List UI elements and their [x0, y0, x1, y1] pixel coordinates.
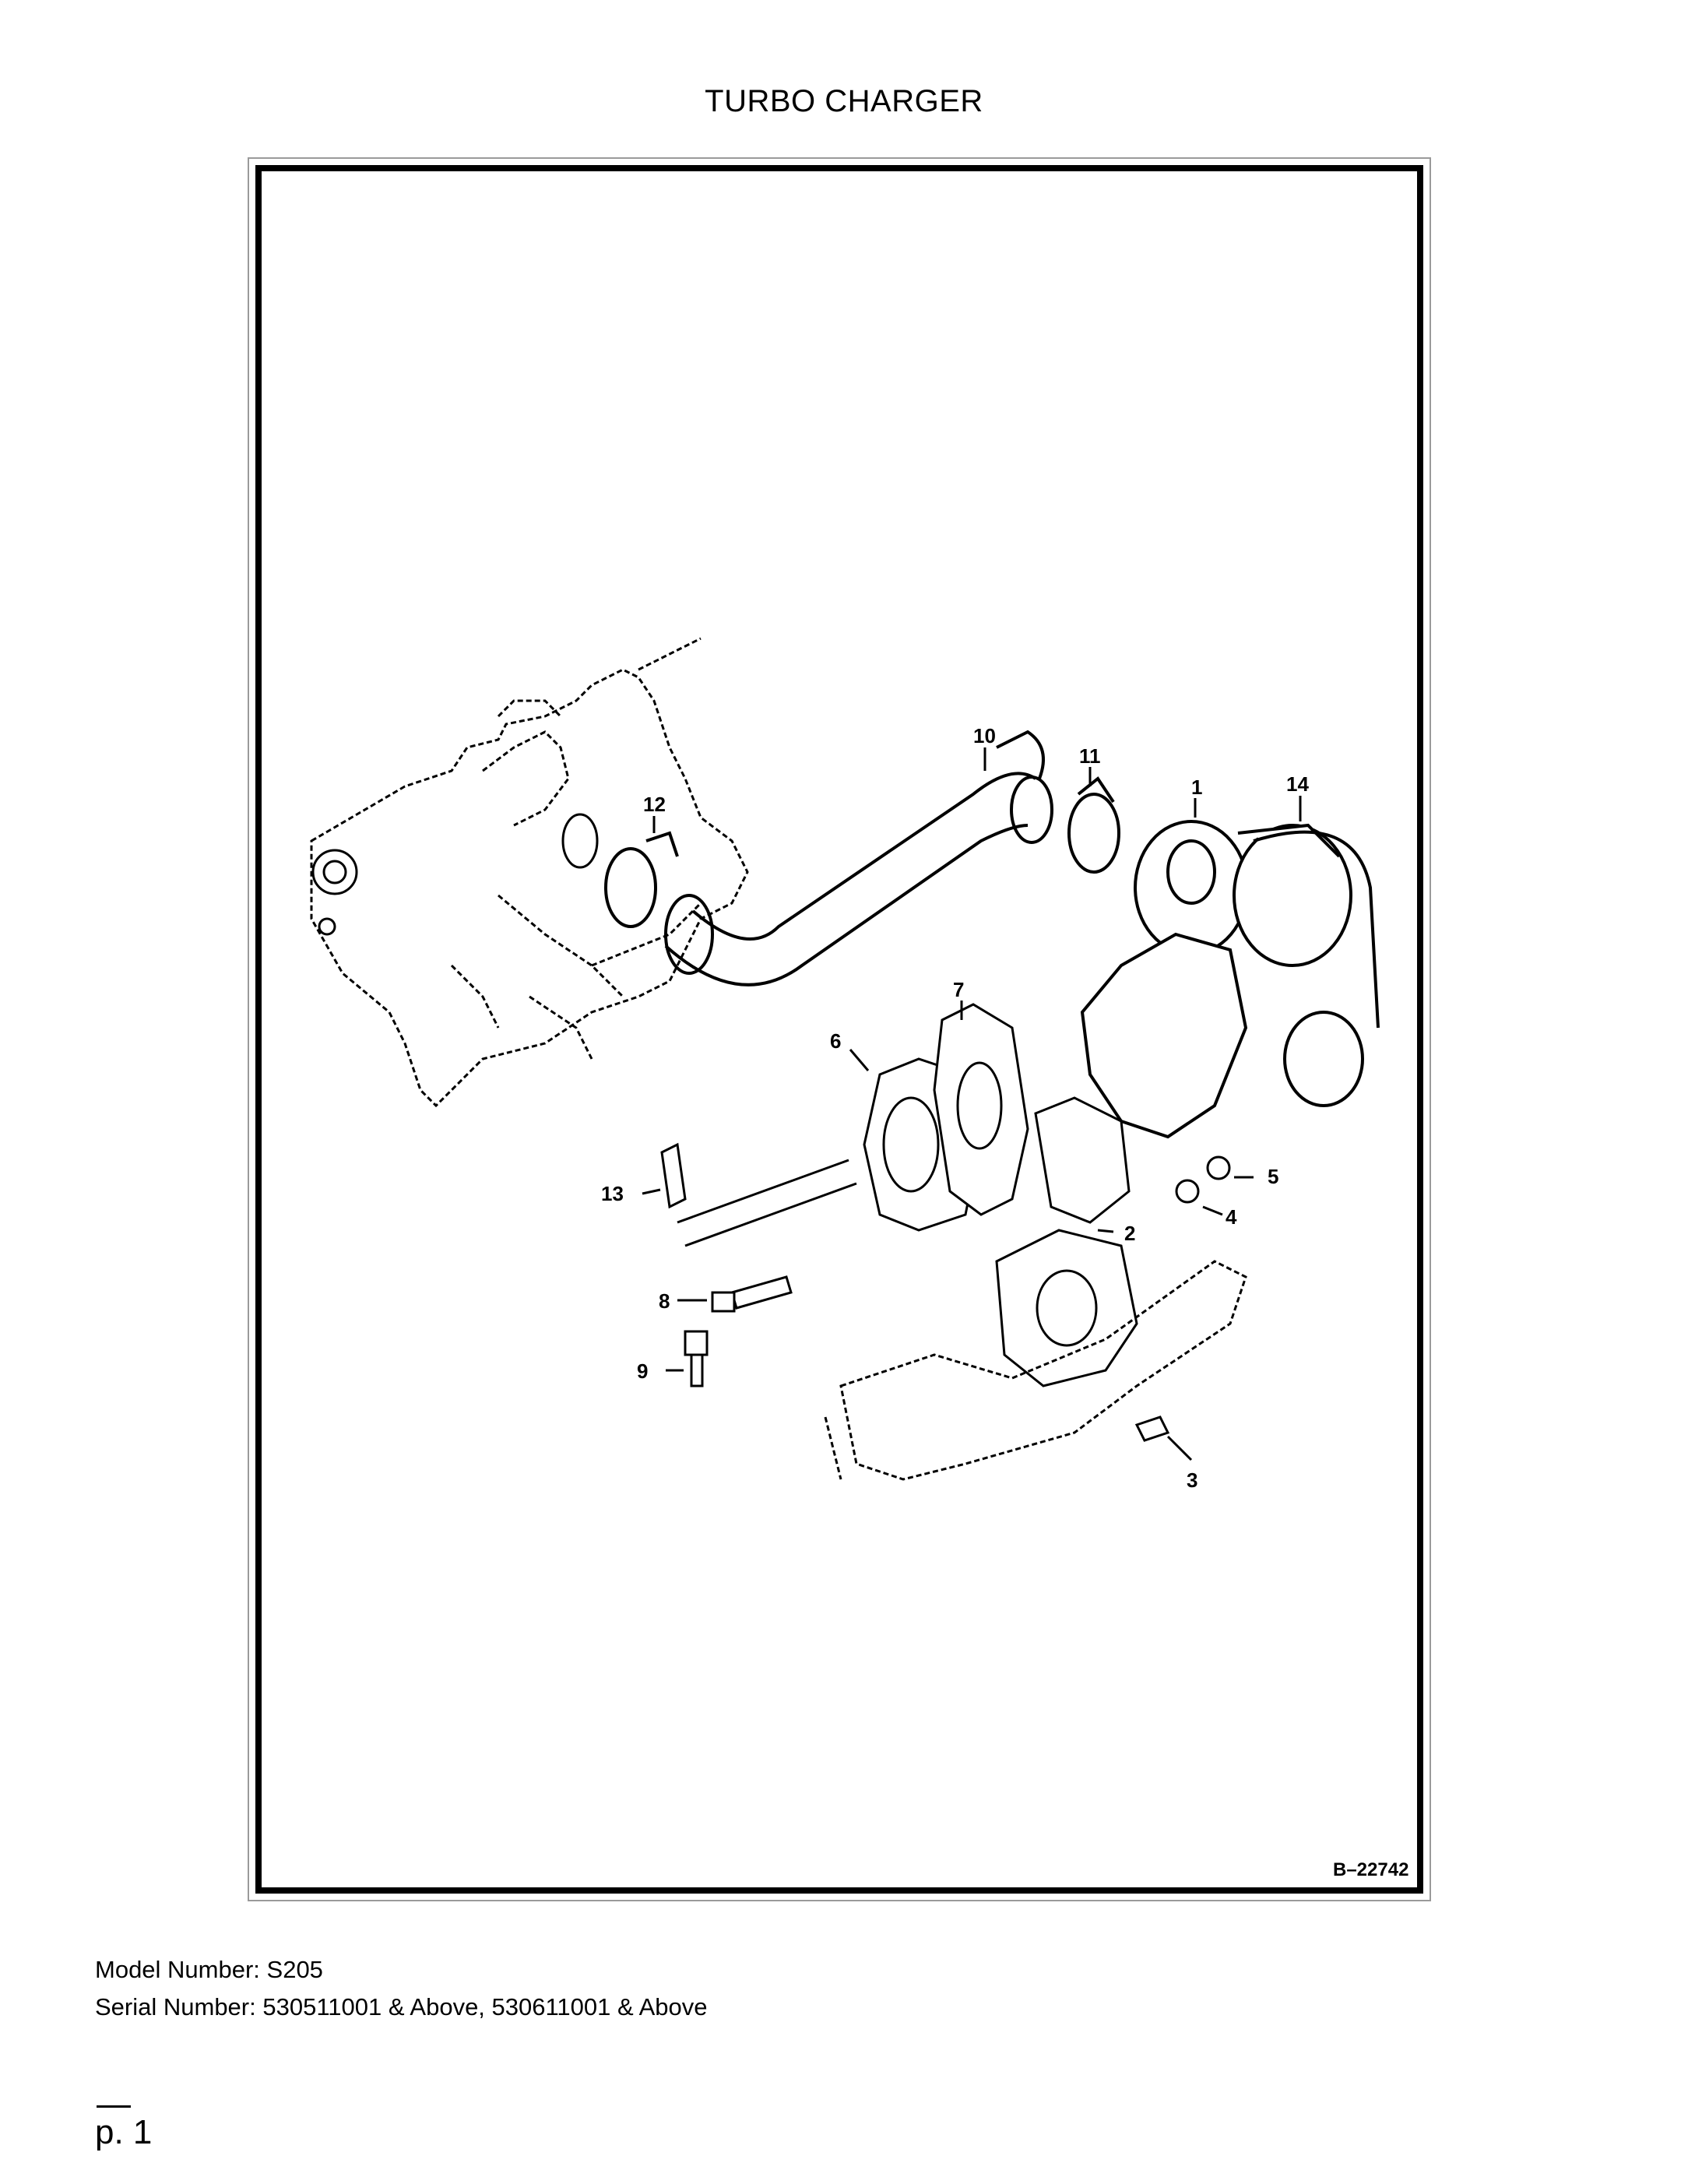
engine-port-small: [318, 917, 336, 936]
callout-14: 14: [1286, 772, 1309, 796]
callout-7: 7: [953, 978, 964, 1001]
compressor-inlet: [1166, 839, 1216, 905]
engine-port-left-inner: [322, 860, 347, 885]
figure-frame: [255, 165, 1423, 1894]
callout-10: 10: [973, 724, 996, 747]
gasket-7-opening: [956, 1061, 1003, 1150]
page-rule: [97, 2105, 131, 2108]
figure-frame-outer: [248, 157, 1431, 1901]
callout-9: 9: [637, 1359, 648, 1383]
stud-13: [660, 1142, 687, 1209]
serial-number: Serial Number: 530511001 & Above, 530611…: [95, 1993, 708, 2020]
callout-12: 12: [643, 793, 666, 816]
callout-11: 11: [1079, 744, 1101, 768]
callout-4: 4: [1226, 1205, 1237, 1229]
gasket-2: [1034, 1096, 1131, 1224]
callout-13: 13: [601, 1182, 624, 1205]
exhaust-manifold-outline: [824, 1260, 1247, 1481]
page-number: p. 1: [95, 2113, 153, 2151]
nut-5: [1206, 1155, 1231, 1180]
callout-6: 6: [830, 1029, 841, 1053]
bracket-rod-lower: [684, 1182, 857, 1247]
turbocharger-body: [1080, 820, 1380, 1139]
exhaust-pipe-opening: [882, 1096, 940, 1193]
hose-clamps: [604, 776, 1120, 928]
callout-3: 3: [1187, 1468, 1197, 1492]
hose-end-turbo: [1010, 775, 1053, 844]
figure-id: B–22742: [1333, 1859, 1409, 1880]
gasket-7: [933, 1003, 1029, 1216]
intake-hose: [664, 730, 1053, 986]
model-number: Model Number: S205: [95, 1956, 323, 1983]
wastegate-actuator: [1283, 1011, 1364, 1107]
gaskets-and-flanges: [863, 1003, 1138, 1387]
compressor-cover: [1233, 824, 1352, 967]
engine-block-outline: [310, 637, 749, 1108]
bolt-9-shank: [690, 1353, 704, 1387]
callout-1: 1: [1191, 775, 1202, 799]
bolt-8-head: [711, 1291, 736, 1313]
nut-4: [1175, 1179, 1200, 1204]
oil-line-14: [1253, 830, 1380, 1029]
callout-labels: 1 2 3 4 5 6 7 8 9 10 11 12 13 14: [601, 724, 1309, 1492]
clamp-12-screw: [645, 831, 679, 857]
callout-2: 2: [1124, 1222, 1135, 1245]
bolt-9-head: [684, 1330, 709, 1356]
clamp-12: [604, 847, 657, 928]
callout-leaders: [642, 747, 1302, 1461]
bolt-8-shank: [730, 1275, 793, 1310]
fasteners: [660, 1142, 1231, 1442]
engine-ports: [311, 813, 599, 936]
hose-end-engine: [664, 894, 714, 975]
callout-5: 5: [1268, 1165, 1278, 1188]
callout-8: 8: [659, 1289, 670, 1313]
clamp-11: [1067, 793, 1120, 874]
engine-intake-port: [561, 813, 599, 869]
page-title: TURBO CHARGER: [705, 84, 983, 118]
manifold-port: [1036, 1269, 1098, 1347]
bracket-rod: [677, 1159, 849, 1224]
clamp-11-screw: [1077, 776, 1115, 804]
exhaust-manifold-flange: [995, 1229, 1138, 1387]
turbine-housing: [1080, 932, 1248, 1139]
stud-3: [1134, 1416, 1170, 1442]
